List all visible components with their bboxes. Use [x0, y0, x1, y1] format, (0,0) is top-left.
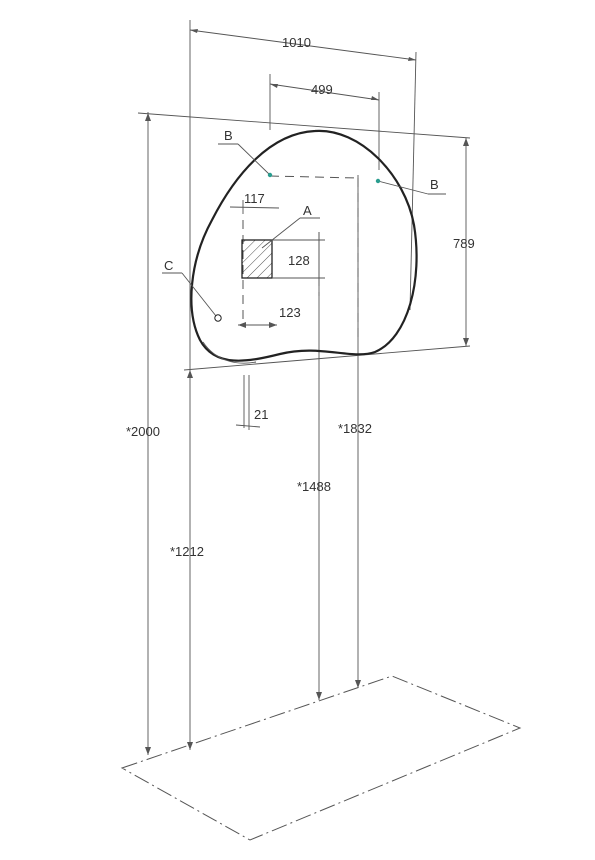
arrow-1832-bottom	[355, 680, 361, 688]
dim-label-21: 21	[254, 407, 268, 422]
bracket-marker-left	[267, 172, 273, 178]
mirror-outline	[190, 129, 418, 362]
callout-leader-c	[181, 272, 217, 317]
dim-label-1832: *1832	[338, 421, 372, 436]
callout-leader-a	[261, 217, 301, 249]
dim-label-123: 123	[279, 305, 301, 320]
dim-line-499	[269, 83, 380, 101]
arrow-2000-bottom	[145, 747, 151, 755]
top-reference-line	[137, 112, 471, 139]
callout-label-a: A	[303, 203, 312, 218]
arrow-1212-top	[187, 370, 193, 378]
callout-label-b-left: B	[224, 128, 233, 143]
arrow-1488-bottom	[316, 692, 322, 700]
dim-label-1212: *1212	[170, 544, 204, 559]
arrow-499-right	[371, 96, 379, 100]
bracket-marker-right	[375, 178, 381, 184]
callout-label-c: C	[164, 258, 173, 273]
arrow-789-bottom	[463, 338, 469, 346]
dim-label-128: 128	[288, 253, 310, 268]
dim-label-117: 117	[244, 191, 265, 206]
callout-leader-b-left	[237, 143, 271, 176]
extension-line-right	[409, 51, 417, 311]
dim-label-2000: *2000	[126, 424, 160, 439]
callout-label-b-right: B	[430, 177, 439, 192]
dim-line-1010	[189, 29, 417, 61]
arrow-1010-right	[408, 57, 416, 61]
arrow-123-right	[269, 322, 277, 328]
dashed-bracket-line	[269, 175, 359, 179]
arrow-1010-left	[190, 29, 198, 33]
dim-label-789: 789	[453, 236, 475, 251]
floor-plane	[120, 675, 522, 841]
dim-label-1010: 1010	[282, 35, 311, 50]
arrow-1212-bottom	[187, 742, 193, 750]
dim-label-499: 499	[311, 82, 333, 97]
callout-leader-b-right	[377, 180, 429, 195]
arrow-2000-top	[145, 113, 151, 121]
dim-line-21	[235, 424, 261, 428]
sensor-c	[214, 314, 222, 322]
bottom-reference-line	[183, 345, 471, 371]
arrow-123-left	[238, 322, 246, 328]
arrow-789-top	[463, 138, 469, 146]
mirror-edge-inner	[202, 341, 257, 364]
switch-box-a	[241, 239, 273, 279]
dim-label-1488: *1488	[297, 479, 331, 494]
dim-line-117	[229, 206, 280, 209]
arrow-499-left	[270, 84, 278, 88]
